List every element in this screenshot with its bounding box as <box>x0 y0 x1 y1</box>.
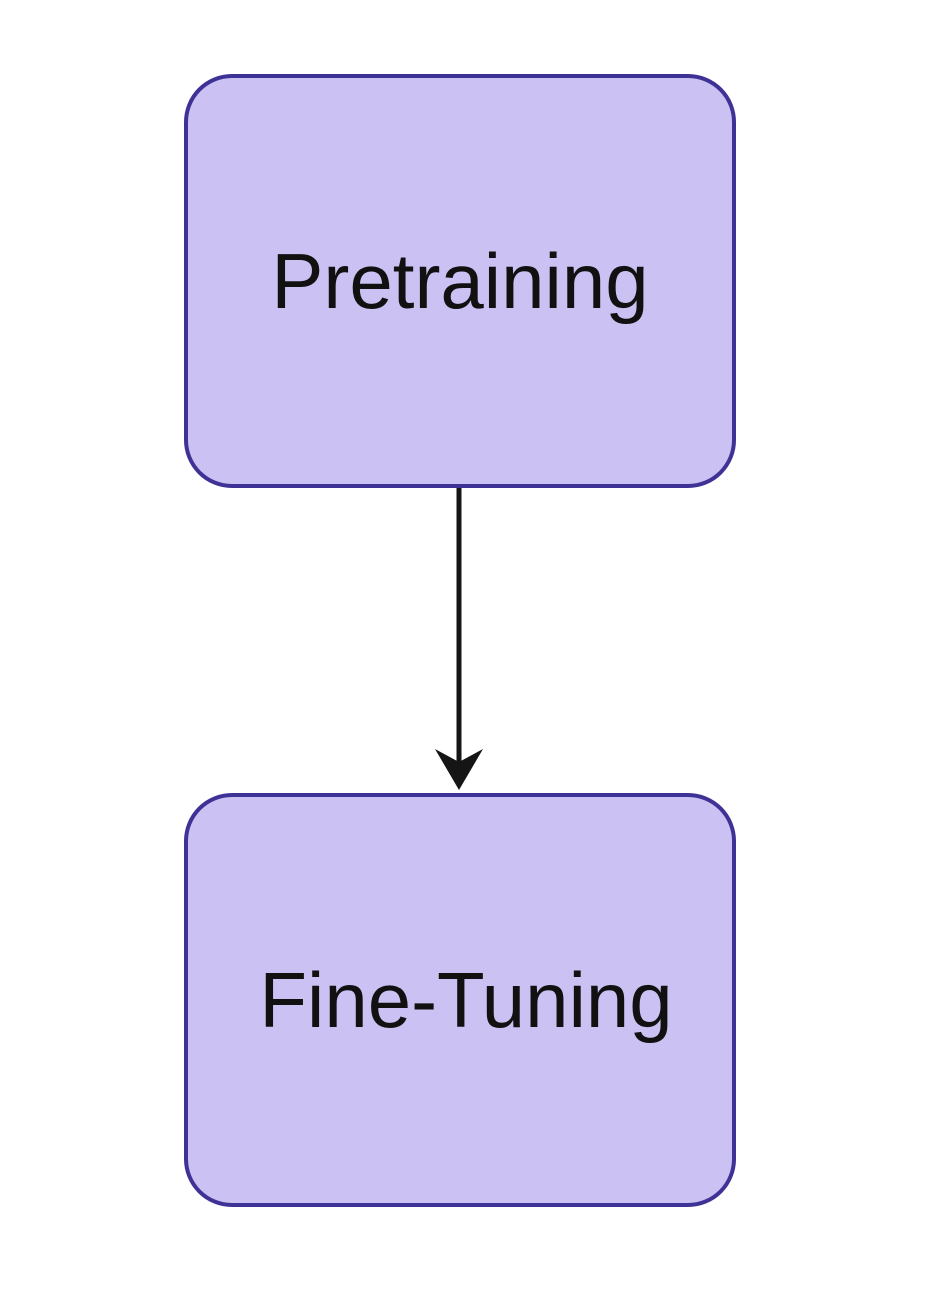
node-pretraining[interactable]: Pretraining <box>184 74 736 488</box>
arrowhead-icon <box>435 749 483 790</box>
node-pretraining-label: Pretraining <box>271 237 649 325</box>
node-finetuning[interactable]: Fine-Tuning <box>184 793 736 1207</box>
node-finetuning-label: Fine-Tuning <box>259 956 673 1044</box>
